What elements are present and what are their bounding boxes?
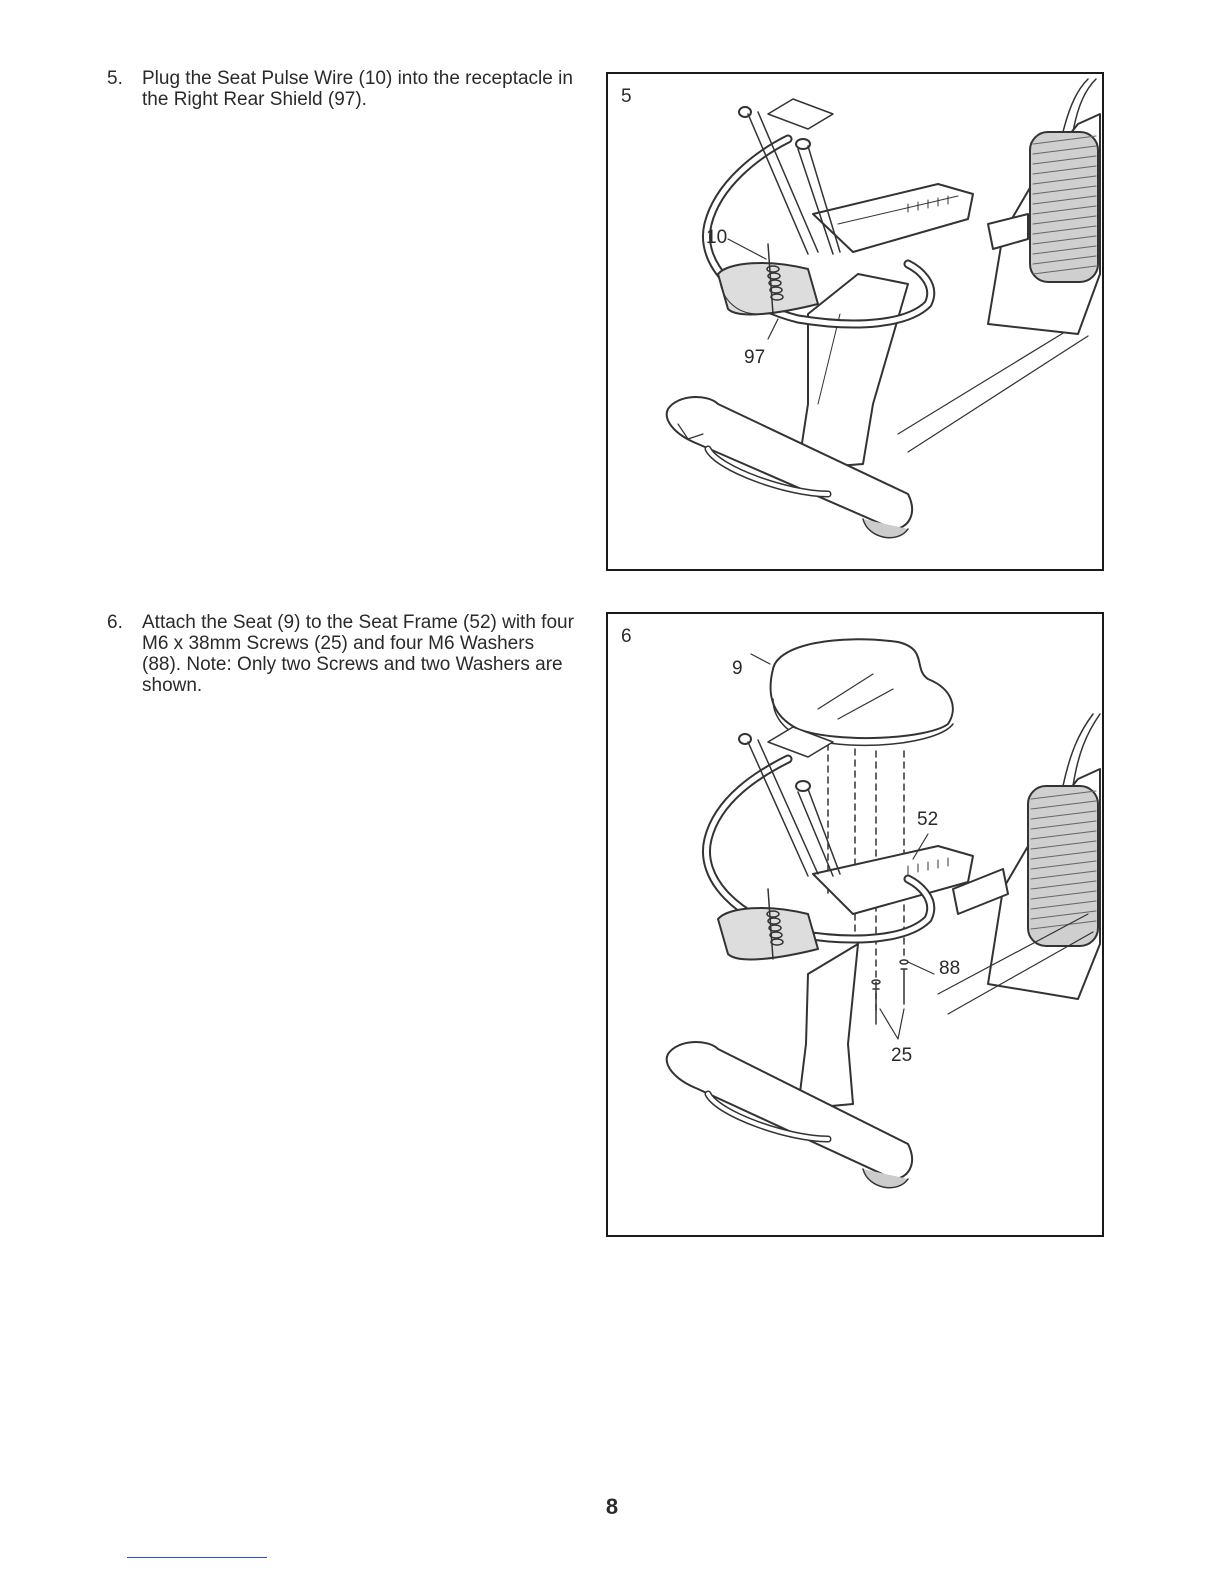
callout-label: 97 [744, 347, 765, 369]
figure-6: 6 9 52 88 25 [606, 612, 1104, 1237]
figure-number: 5 [621, 86, 632, 108]
step-5: 5. Plug the Seat Pulse Wire (10) into th… [107, 68, 577, 110]
step-number: 5. [107, 68, 123, 89]
figure-5: 5 10 97 [606, 72, 1104, 571]
step-number: 6. [107, 612, 123, 633]
callout-label: 88 [939, 958, 960, 980]
callout-label: 9 [732, 658, 743, 680]
figure-5-illustration [608, 74, 1102, 569]
step-text: Attach the Seat (9) to the Seat Frame (5… [142, 612, 577, 696]
callout-label: 25 [891, 1045, 912, 1067]
figure-6-illustration [608, 614, 1102, 1235]
step-text: Plug the Seat Pulse Wire (10) into the r… [142, 68, 577, 110]
footer-rule [127, 1557, 267, 1558]
step-6: 6. Attach the Seat (9) to the Seat Frame… [107, 612, 577, 696]
callout-label: 10 [706, 227, 727, 249]
figure-number: 6 [621, 626, 632, 648]
page-number: 8 [0, 1494, 1224, 1520]
callout-label: 52 [917, 809, 938, 831]
